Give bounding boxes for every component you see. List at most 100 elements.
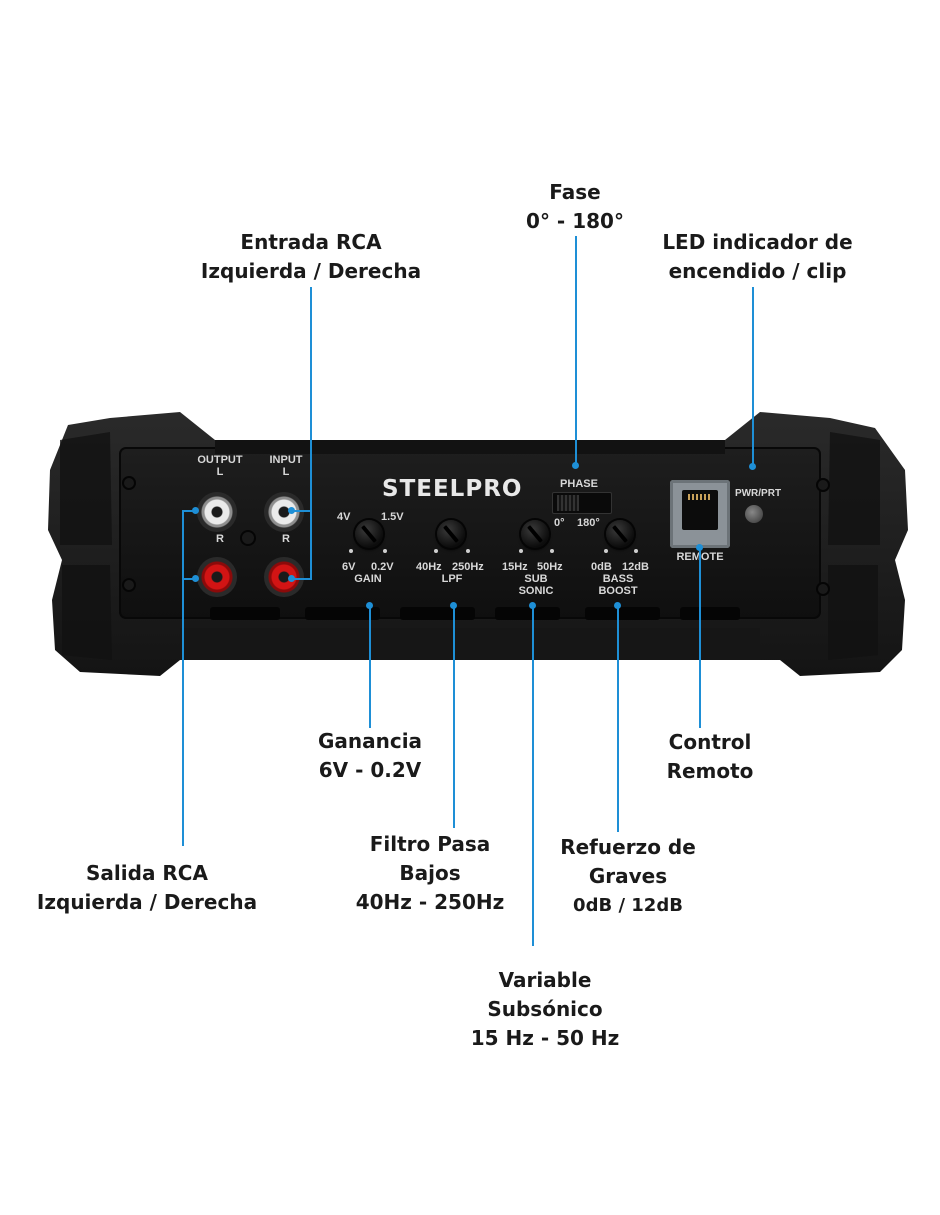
callout-led-line1: LED indicador de [662,230,853,254]
leader-dot [450,602,457,609]
input-label: INPUT L [258,454,314,478]
leader-dot [572,462,579,469]
leader-line-fase [575,236,577,466]
leader-line-refuerzo [617,606,619,832]
callout-fase: Fase 0° - 180° [515,178,635,236]
bass-name1: BASS [602,573,634,585]
output-title: OUTPUT [197,454,243,466]
leader-dot [614,602,621,609]
callout-filtro-line2: Bajos [399,861,461,885]
subsonic-left-label: 15Hz [502,561,528,573]
tick-dot [466,549,470,553]
callout-variable: Variable Subsónico 15 Hz - 50 Hz [460,966,630,1053]
callout-salida: Salida RCA Izquierda / Derecha [22,859,272,917]
tick-dot [550,549,554,553]
callout-entrada-line2: Izquierda / Derecha [200,259,422,283]
rca-output-right-jack[interactable] [197,557,237,597]
lpf-right-label: 250Hz [452,561,484,573]
gain-knob[interactable] [355,520,383,548]
gain-bottom-right-label: 0.2V [371,561,394,573]
rca-output-left-jack[interactable] [197,492,237,532]
bass-left-label: 0dB [591,561,612,573]
leader-dot [529,602,536,609]
leader-line-control [699,548,701,728]
callout-fase-line1: Fase [549,180,601,204]
phase-switch-slider[interactable] [557,495,579,511]
callout-ganancia-line1: Ganancia [317,729,423,753]
leader-line-entrada-h1 [292,510,312,512]
lpf-name-label: LPF [441,573,463,585]
input-r-label: R [282,533,290,545]
output-l-label: L [216,466,224,478]
screw [816,582,830,596]
leader-line-led [752,287,754,465]
rca-input-right-jack[interactable] [264,557,304,597]
tick-dot [383,549,387,553]
gain-name-label: GAIN [354,573,382,585]
callout-variable-line3: 15 Hz - 50 Hz [470,1026,620,1050]
leader-dot [696,544,703,551]
callout-control-line1: Control [668,730,752,754]
callout-entrada-line1: Entrada RCA [240,230,382,254]
gain-top-right-label: 1.5V [381,511,404,523]
callout-led: LED indicador de encendido / clip [650,228,865,286]
screw [240,530,256,546]
callout-ganancia: Ganancia 6V - 0.2V [275,727,465,785]
gain-top-left-label: 4V [337,511,351,523]
subsonic-right-label: 50Hz [537,561,563,573]
callout-control-line2: Remoto [666,759,754,783]
screw [122,476,136,490]
bass-name2: BOOST [598,585,638,597]
leader-line-entrada [310,287,312,512]
leader-dot [192,507,199,514]
callout-control: Control Remoto [645,728,775,786]
callout-refuerzo-line3: 0dB / 12dB [573,895,683,916]
input-l-label: L [282,466,290,478]
callout-filtro-line3: 40Hz - 250Hz [355,890,505,914]
leader-dot [192,575,199,582]
remote-port[interactable] [670,480,730,548]
leader-dot [749,463,756,470]
lpf-knob[interactable] [437,520,465,548]
leader-line-salida [182,510,184,846]
brand-logo: STEELPRO [382,476,523,502]
leader-dot [366,602,373,609]
leader-dot [288,575,295,582]
output-r-label: R [216,533,224,545]
callout-filtro-line1: Filtro Pasa [369,832,491,856]
phase-label: PHASE [560,478,598,490]
leader-line-salida-h2 [182,578,196,580]
callout-variable-line1: Variable [498,968,592,992]
vent [680,607,740,620]
callout-fase-line2: 0° - 180° [526,209,624,233]
screw [816,478,830,492]
leader-line-entrada-h2 [292,578,312,580]
bass-boost-knob[interactable] [606,520,634,548]
bass-name-label: BASS BOOST [596,573,640,597]
screw [122,578,136,592]
phase-left-label: 0° [554,517,565,529]
vent [495,607,560,620]
pwr-label: PWR/PRT [734,488,782,499]
rca-input-left-jack[interactable] [264,492,304,532]
subsonic-knob[interactable] [521,520,549,548]
callout-entrada: Entrada RCA Izquierda / Derecha [186,228,436,286]
callout-ganancia-line2: 6V - 0.2V [318,758,422,782]
vent [305,607,380,620]
tick-dot [634,549,638,553]
callout-variable-line2: Subsónico [487,997,603,1021]
phase-right-label: 180° [577,517,600,529]
leader-line-filtro [453,606,455,828]
callout-salida-line2: Izquierda / Derecha [36,890,258,914]
callout-filtro: Filtro Pasa Bajos 40Hz - 250Hz [345,830,515,917]
leader-line-ganancia [369,606,371,728]
output-label: OUTPUT L [190,454,250,478]
phase-switch[interactable] [552,492,612,514]
callout-refuerzo-line2: Graves [588,864,668,888]
callout-refuerzo: Refuerzo de Graves 0dB / 12dB [548,833,708,920]
tick-dot [349,549,353,553]
vent [585,607,660,620]
remote-port-socket [682,490,718,530]
callout-refuerzo-line1: Refuerzo de [560,835,696,859]
leader-line-salida-h1 [182,510,196,512]
